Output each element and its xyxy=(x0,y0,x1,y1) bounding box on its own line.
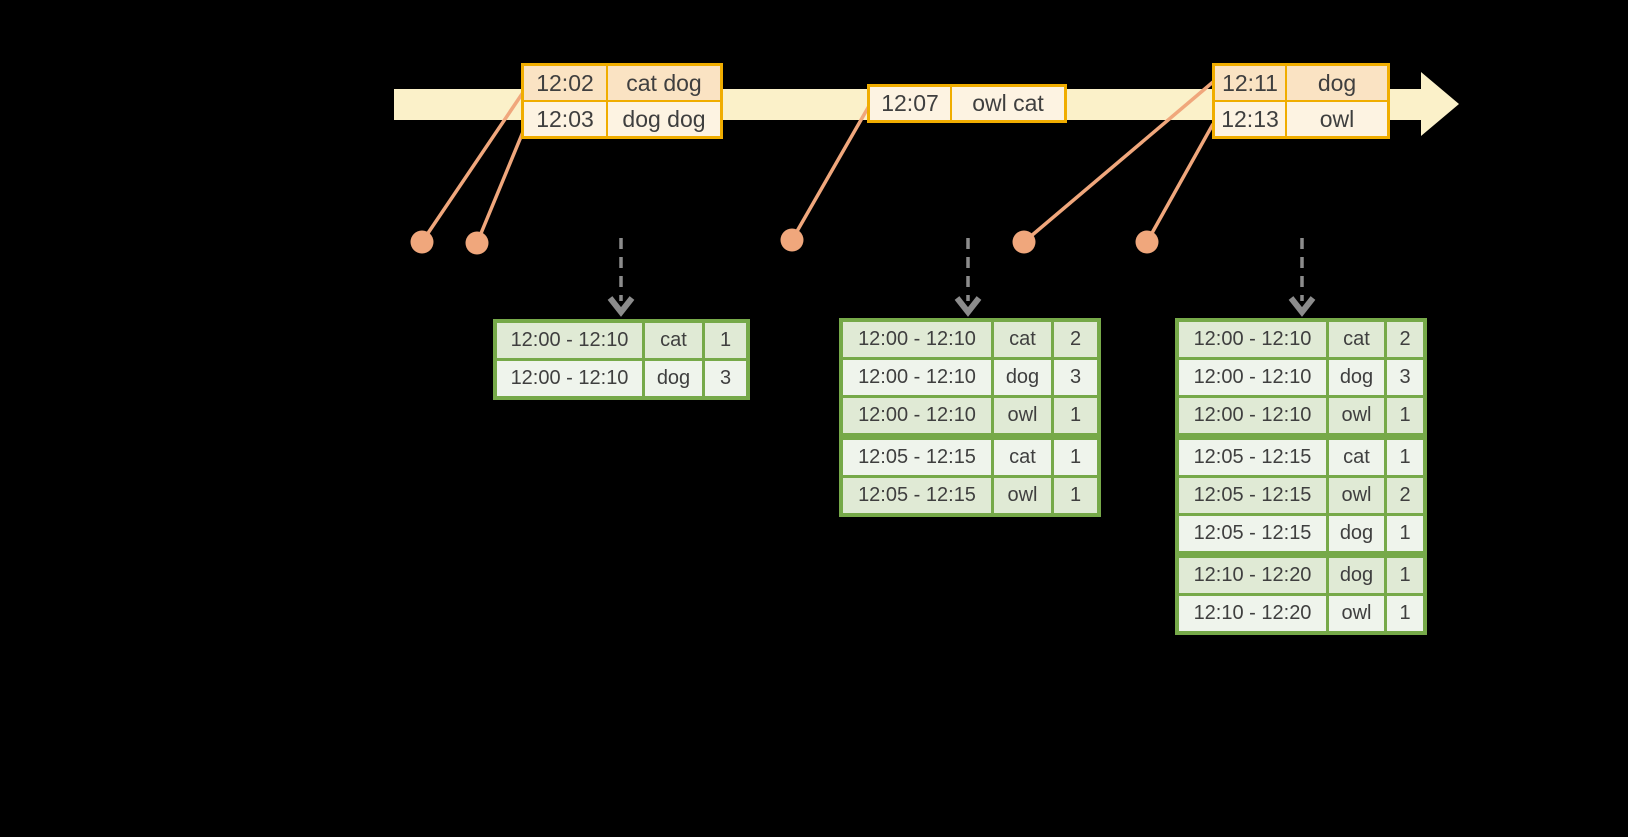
window-cell: 12:10 - 12:20 xyxy=(1179,558,1326,593)
count-cell: 1 xyxy=(1387,558,1423,593)
word-cell: dog xyxy=(994,360,1051,395)
window-cell: 12:05 - 12:15 xyxy=(1179,516,1326,551)
event-words-cell: cat dog xyxy=(608,66,720,100)
event-connector-line xyxy=(420,90,526,243)
word-cell: owl xyxy=(1329,596,1384,631)
word-cell: cat xyxy=(1329,440,1384,475)
window-cell: 12:00 - 12:10 xyxy=(843,360,991,395)
trigger-arrow xyxy=(1288,238,1316,317)
window-cell: 12:05 - 12:15 xyxy=(1179,478,1326,513)
window-cell: 12:00 - 12:10 xyxy=(843,398,991,433)
event-dot xyxy=(780,228,804,252)
count-cell: 1 xyxy=(1387,596,1423,631)
window-cell: 12:00 - 12:10 xyxy=(843,322,991,357)
word-cell: owl xyxy=(994,478,1051,513)
event-words-cell: owl cat xyxy=(952,87,1064,120)
window-cell: 12:00 - 12:10 xyxy=(1179,360,1326,395)
count-cell: 1 xyxy=(1054,440,1097,475)
window-cell: 12:00 - 12:10 xyxy=(1179,322,1326,357)
count-cell: 1 xyxy=(705,323,746,358)
event-connector-line xyxy=(475,126,527,244)
count-cell: 1 xyxy=(1054,478,1097,513)
count-cell: 2 xyxy=(1387,478,1423,513)
word-cell: cat xyxy=(1329,322,1384,357)
event-connector-line xyxy=(1022,80,1215,244)
word-cell: owl xyxy=(994,398,1051,433)
event-dot xyxy=(1012,230,1036,254)
event-time-cell: 12:03 xyxy=(524,102,606,136)
arrow-chevron-icon xyxy=(1288,296,1316,317)
event-time-cell: 12:11 xyxy=(1215,66,1285,100)
arrow-chevron-icon xyxy=(954,296,982,317)
event-time-cell: 12:07 xyxy=(870,87,950,120)
window-cell: 12:05 - 12:15 xyxy=(843,478,991,513)
window-cell: 12:00 - 12:10 xyxy=(497,323,642,358)
window-cell: 12:00 - 12:10 xyxy=(497,361,642,396)
arrow-chevron-icon xyxy=(607,296,635,317)
trigger-arrow xyxy=(954,238,982,317)
count-cell: 2 xyxy=(1387,322,1423,357)
count-cell: 1 xyxy=(1387,516,1423,551)
window-cell: 12:05 - 12:15 xyxy=(1179,440,1326,475)
trigger-arrow xyxy=(607,238,635,317)
word-cell: cat xyxy=(994,322,1051,357)
word-cell: cat xyxy=(645,323,702,358)
event-connector-line xyxy=(1145,123,1215,243)
word-cell: owl xyxy=(1329,398,1384,433)
word-cell: dog xyxy=(1329,558,1384,593)
count-cell: 2 xyxy=(1054,322,1097,357)
count-cell: 3 xyxy=(705,361,746,396)
event-words-cell: dog dog xyxy=(608,102,720,136)
count-cell: 3 xyxy=(1054,360,1097,395)
event-dot xyxy=(410,230,434,254)
word-cell: cat xyxy=(994,440,1051,475)
count-cell: 3 xyxy=(1387,360,1423,395)
window-cell: 12:00 - 12:10 xyxy=(1179,398,1326,433)
event-time-cell: 12:13 xyxy=(1215,102,1285,136)
event-dot xyxy=(1135,230,1159,254)
count-cell: 1 xyxy=(1387,440,1423,475)
window-cell: 12:05 - 12:15 xyxy=(843,440,991,475)
event-time-cell: 12:02 xyxy=(524,66,606,100)
count-cell: 1 xyxy=(1387,398,1423,433)
word-cell: owl xyxy=(1329,478,1384,513)
timeline-arrowhead-icon xyxy=(1421,72,1459,136)
word-cell: dog xyxy=(1329,360,1384,395)
count-cell: 1 xyxy=(1054,398,1097,433)
word-cell: dog xyxy=(1329,516,1384,551)
event-words-cell: dog xyxy=(1287,66,1387,100)
window-cell: 12:10 - 12:20 xyxy=(1179,596,1326,631)
event-dot xyxy=(465,231,489,255)
event-words-cell: owl xyxy=(1287,102,1387,136)
event-connector-line xyxy=(790,105,871,241)
word-cell: dog xyxy=(645,361,702,396)
